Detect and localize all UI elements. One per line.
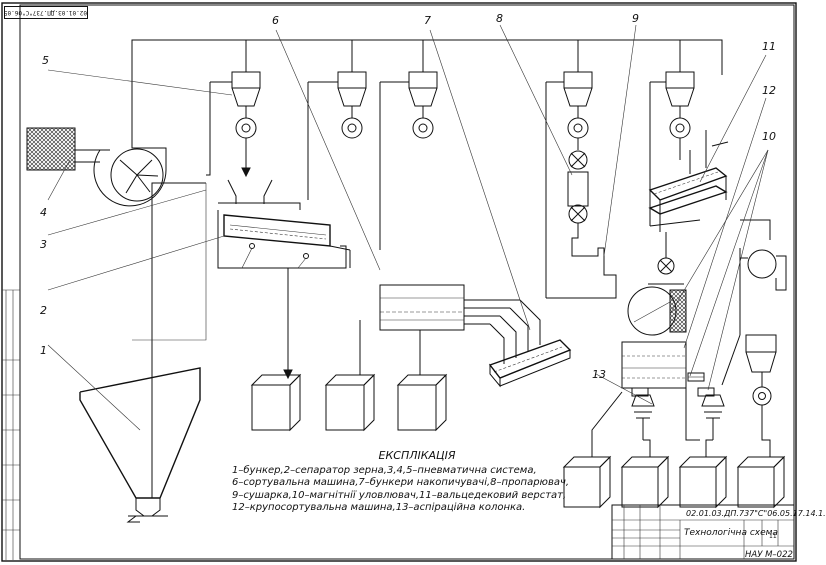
- sorting-machine-6: [379, 284, 541, 364]
- inner-frame: [19, 4, 795, 560]
- cyclone-5: [649, 71, 695, 190]
- aspiration-column-13: [721, 219, 787, 420]
- roller-mill-11: [648, 130, 729, 232]
- explication-block: ЕКСПЛІКАЦІЯ 1–бункер,2–сепаратор зерна,3…: [232, 449, 592, 514]
- label-9: 9: [632, 12, 639, 25]
- cyclone-3: [380, 71, 438, 139]
- label-3: 3: [40, 238, 47, 251]
- explication-title: ЕКСПЛІКАЦІЯ: [378, 449, 456, 462]
- sheet-count: 11: [769, 533, 777, 540]
- label-11: 11: [762, 40, 776, 53]
- label-1: 1: [40, 344, 47, 357]
- label-12: 12: [762, 84, 776, 97]
- drawing-code: 02.01.03.ДП.737"С"06.05.17.14.1.: [686, 509, 826, 518]
- cyclone-2: [308, 71, 367, 139]
- fan-4: [26, 124, 167, 207]
- label-13: 13: [592, 368, 606, 381]
- corner-code: 02.01.03.ДП.737"С"06.05.17.14.1: [0, 6, 88, 19]
- dryer-9: [571, 223, 617, 299]
- label-2: 2: [40, 304, 47, 317]
- magnetic-separator-10: [627, 257, 687, 336]
- explication-line: 9–сушарка,10–магнітнії уловлювач,11–валь…: [232, 489, 567, 501]
- bunker-1: [79, 182, 206, 523]
- label-5: 5: [42, 54, 49, 67]
- cyclone-1: [210, 71, 261, 178]
- separator-2: [217, 179, 351, 269]
- label-10: 10: [762, 130, 776, 143]
- accumulator-hopper-7: [488, 339, 572, 388]
- product-bins-right: [562, 388, 786, 509]
- organization-code: НАУ М–022: [745, 550, 793, 560]
- label-7: 7: [424, 14, 431, 27]
- left-stamp-strip: [2, 289, 20, 560]
- main-air-duct: [131, 39, 723, 124]
- explication-line: 12–крупосортувальна машина,13–аспіраційн…: [232, 501, 526, 513]
- leader-lines: [47, 24, 769, 431]
- product-bins-left: [250, 320, 448, 432]
- aspiration-units: [631, 394, 725, 440]
- explication-line: 1–бункер,2–сепаратор зерна,3,4,5–пневмат…: [232, 465, 537, 477]
- explication-line: 6–сортувальна машина,7–бункери накопичув…: [232, 477, 570, 489]
- label-8: 8: [496, 12, 503, 25]
- label-4: 4: [40, 206, 47, 219]
- grain-sorter-12: [621, 341, 715, 397]
- drawing-title: Технологічна схема: [684, 528, 778, 538]
- title-block: [611, 504, 795, 560]
- label-6: 6: [272, 14, 279, 27]
- cyclone-4: [545, 71, 610, 299]
- technological-scheme-drawing: 5 6 7 8 9 11 12 10 4 3 2 1 13: [1, 2, 797, 562]
- steamer-8: [567, 150, 589, 224]
- outer-frame: [1, 2, 797, 562]
